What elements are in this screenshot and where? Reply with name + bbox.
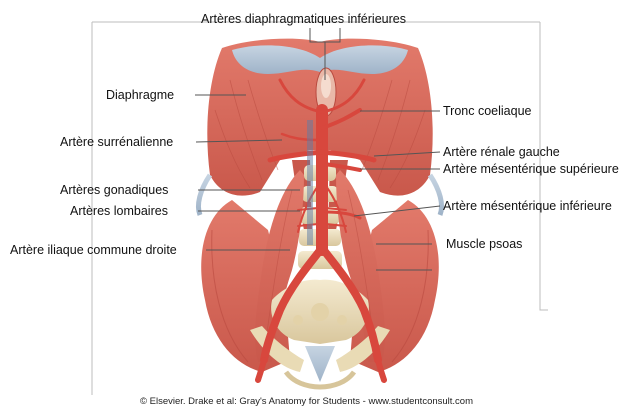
copyright-credit: © Elsevier. Drake et al: Gray's Anatomy … [140, 396, 474, 407]
label-inferior-mesenteric-artery: Artère mésentérique inférieure [443, 199, 612, 213]
label-left-renal-artery: Artère rénale gauche [443, 145, 560, 159]
label-diaphragm: Diaphragme [106, 88, 175, 102]
leader-lines [195, 28, 441, 271]
esophageal-opening [315, 67, 337, 117]
label-celiac-trunk: Tronc coeliaque [443, 104, 532, 118]
label-right-common-iliac-artery: Artère iliaque commune droite [10, 243, 177, 257]
label-psoas-muscle: Muscle psoas [446, 237, 523, 251]
pelvis [250, 279, 390, 390]
label-lumbar-arteries: Artères lombaires [70, 204, 168, 218]
label-superior-mesenteric-artery: Artère mésentérique supérieure [443, 162, 619, 176]
label-gonadal-arteries: Artères gonadiques [60, 183, 169, 197]
label-inferior-phrenic-arteries: Artères diaphragmatiques inférieures [201, 12, 406, 26]
label-adrenal-artery: Artère surrénalienne [60, 135, 174, 149]
frame-lines [91, 21, 548, 395]
aorta-and-branches [255, 78, 387, 383]
